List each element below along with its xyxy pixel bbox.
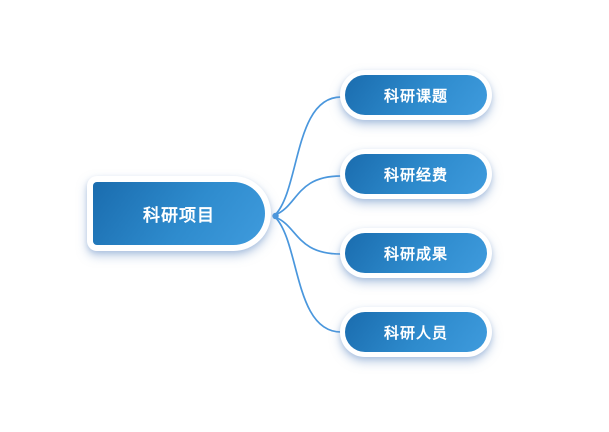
branch-node-label: 科研成果 bbox=[383, 245, 448, 263]
branch-node-research-results[interactable]: 科研成果 bbox=[340, 228, 492, 278]
branch-node-body: 科研成果 bbox=[345, 233, 487, 273]
connector-line-topic-1 bbox=[274, 96, 342, 216]
junction-dot bbox=[272, 212, 279, 220]
connector-line-topic-2 bbox=[274, 175, 342, 216]
branch-node-body: 科研课题 bbox=[345, 75, 487, 115]
root-node-research-project[interactable]: 科研项目 bbox=[87, 176, 271, 251]
branch-node-body: 科研人员 bbox=[345, 312, 487, 352]
branch-node-label: 科研经费 bbox=[383, 166, 448, 184]
branch-node-label: 科研课题 bbox=[383, 87, 448, 105]
branch-node-research-topics[interactable]: 科研课题 bbox=[340, 70, 492, 120]
branch-node-research-personnel[interactable]: 科研人员 bbox=[340, 307, 492, 357]
branch-node-research-funding[interactable]: 科研经费 bbox=[340, 149, 492, 199]
root-node-body: 科研项目 bbox=[93, 182, 265, 245]
connector-line-topic-4 bbox=[274, 216, 342, 333]
connector-line-topic-3 bbox=[274, 216, 342, 255]
branch-node-label: 科研人员 bbox=[383, 324, 448, 342]
root-node-label: 科研项目 bbox=[143, 206, 215, 225]
branch-node-body: 科研经费 bbox=[345, 154, 487, 194]
